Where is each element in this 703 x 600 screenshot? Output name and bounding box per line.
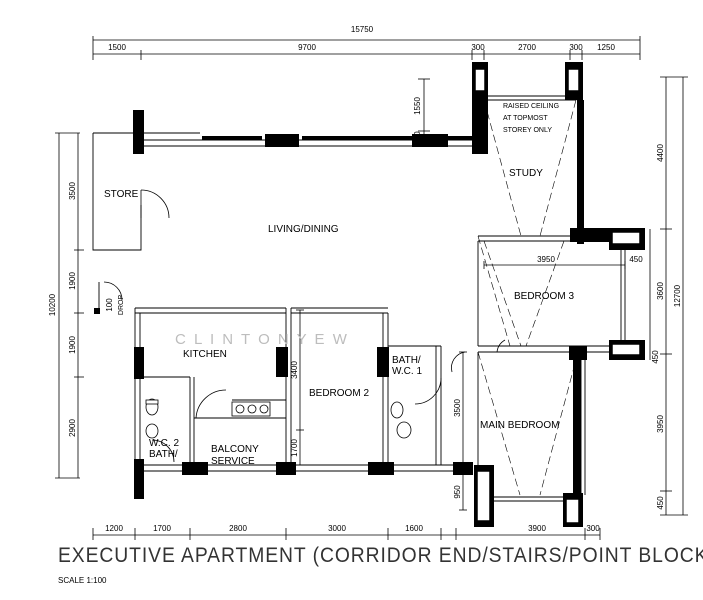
room-bedroom-3: BEDROOM 3 [514, 291, 574, 302]
dim-top-6: 1250 [597, 43, 615, 52]
room-bedroom-2: BEDROOM 2 [309, 388, 369, 399]
room-service-line1: BALCONY [211, 444, 259, 455]
dim-left-1: 3500 [68, 182, 77, 200]
dim-top-1: 1500 [108, 43, 126, 52]
dim-100: 100 [105, 298, 114, 312]
room-service-line2: SERVICE [211, 456, 255, 467]
dim-3500: 3500 [453, 399, 462, 417]
room-store: STORE [104, 189, 139, 200]
basin-bath1 [396, 421, 412, 439]
dim-right-3: 3950 [656, 415, 665, 433]
basin-wc2 [145, 423, 159, 439]
room-main-bedroom: MAIN BEDROOM [480, 420, 559, 431]
dim-bottom-8: 300 [586, 524, 600, 533]
dim-left-overall: 10200 [48, 293, 57, 316]
room-bath1-line1: BATH/ [392, 355, 421, 366]
plan-title: EXECUTIVE APARTMENT (CORRIDOR END/STAIRS… [58, 544, 703, 567]
dim-right-2: 3600 [656, 282, 665, 300]
partition-lines [92, 95, 626, 502]
dim-top-5: 300 [569, 43, 583, 52]
dim-bottom-7: 3900 [528, 524, 546, 533]
note-line-2: AT TOPMOST [503, 115, 548, 122]
window-frames [475, 69, 640, 523]
plan-scale: SCALE 1:100 [58, 576, 107, 585]
room-kitchen: KITCHEN [183, 349, 227, 360]
fixtures [145, 398, 412, 439]
dimension-labels: 15750 1500 9700 300 2700 300 1250 1200 1… [48, 25, 682, 533]
watermark-text: C L I N T O N Y E W [175, 331, 349, 348]
dim-top-4: 2700 [518, 43, 536, 52]
dim-450-b: 450 [651, 350, 660, 364]
room-wc2-line2: BATH/ [149, 449, 178, 460]
room-labels: STORE LIVING/DINING STUDY BEDROOM 3 DROP… [104, 168, 574, 467]
dim-right-4: 450 [656, 496, 665, 510]
dim-left-3: 1900 [68, 336, 77, 354]
dim-400: 400 [413, 131, 422, 145]
room-bath1-line2: W.C. 1 [392, 366, 422, 377]
dim-right-1: 4400 [656, 144, 665, 162]
dim-bottom-5: 1600 [405, 524, 423, 533]
dim-bottom-1: 1200 [105, 524, 123, 533]
dim-overall-width: 15750 [351, 25, 374, 34]
toilet-bath1 [390, 401, 404, 419]
note-line-1: RAISED CEILING [503, 103, 559, 110]
dim-bottom-4: 3000 [328, 524, 346, 533]
room-refuse-drop: DROP [118, 295, 125, 316]
note-line-3: STOREY ONLY [503, 127, 552, 134]
dim-right-overall: 12700 [673, 284, 682, 307]
window-diagonals [477, 99, 579, 496]
room-living-dining: LIVING/DINING [268, 224, 339, 235]
dim-left-2: 1900 [68, 272, 77, 290]
dim-450-a: 450 [629, 255, 643, 264]
dimension-lines [55, 36, 688, 540]
dim-1550: 1550 [413, 97, 422, 115]
ceiling-note: RAISED CEILING AT TOPMOST STOREY ONLY [503, 103, 559, 134]
door-swings [103, 189, 506, 463]
dim-950: 950 [453, 485, 462, 499]
dim-top-3: 300 [471, 43, 485, 52]
dim-3400: 3400 [290, 361, 299, 379]
dim-top-2: 9700 [298, 43, 316, 52]
dim-1700: 1700 [290, 439, 299, 457]
room-study: STUDY [509, 168, 543, 179]
dim-bottom-2: 1700 [153, 524, 171, 533]
dim-left-4: 2900 [68, 419, 77, 437]
room-wc2-line1: W.C. 2 [149, 438, 179, 449]
dim-3950-inner: 3950 [537, 255, 555, 264]
dim-bottom-3: 2800 [229, 524, 247, 533]
